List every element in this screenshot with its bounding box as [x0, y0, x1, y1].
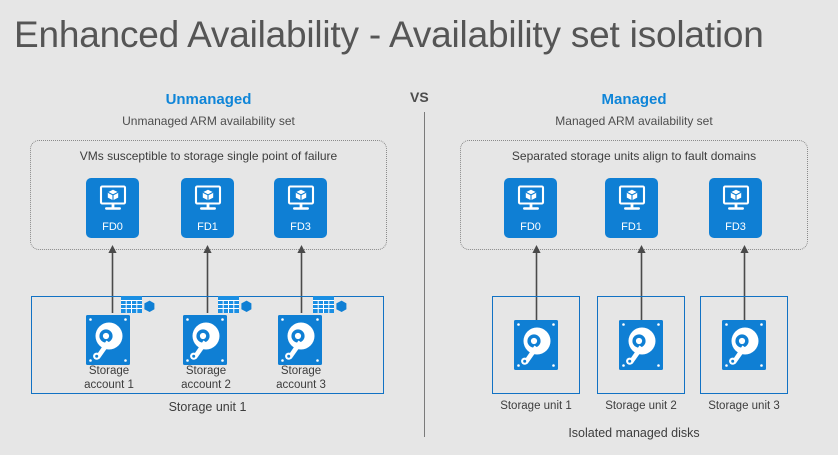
vm-tile-fd3-unmanaged[interactable]: FD3 — [274, 178, 327, 238]
arrow-disk-to-vm — [637, 245, 646, 325]
page-title: Enhanced Availability - Availability set… — [14, 14, 764, 55]
virtual-machine-icon — [618, 185, 645, 210]
virtual-machine-icon — [287, 185, 314, 210]
vm-tile-fd1-unmanaged[interactable]: FD1 — [181, 178, 234, 238]
disk-icon — [619, 320, 663, 370]
vs-label: VS — [410, 89, 429, 105]
storage-account-label-line2: account 3 — [276, 379, 326, 391]
disk-icon — [183, 315, 227, 365]
isolated-managed-disks-caption: Isolated managed disks — [568, 426, 700, 440]
managed-subheading: Managed ARM availability set — [555, 114, 713, 128]
managed-heading: Managed — [601, 91, 667, 108]
storage-unit-3-box-managed — [700, 296, 788, 394]
storage-unit-1-box-unmanaged — [31, 296, 384, 394]
storage-account-badge-icon — [313, 296, 347, 313]
unmanaged-heading: Unmanaged — [165, 91, 252, 108]
managed-availability-set-box — [460, 140, 808, 250]
disk-icon — [514, 320, 558, 370]
virtual-machine-icon — [194, 185, 221, 210]
storage-unit-label: Storage unit 2 — [605, 400, 677, 412]
arrow-storage-to-vm — [297, 245, 306, 313]
vm-tile-fd0-unmanaged[interactable]: FD0 — [86, 178, 139, 238]
vm-tile-fd1-managed[interactable]: FD1 — [605, 178, 658, 238]
storage-account-label-line2: account 1 — [84, 379, 134, 391]
vm-label: FD0 — [102, 221, 123, 233]
vm-label: FD3 — [725, 221, 746, 233]
storage-account-label: Storage account 3 — [255, 364, 347, 392]
vertical-divider — [424, 112, 425, 437]
virtual-machine-icon — [99, 185, 126, 210]
vm-tile-fd3-managed[interactable]: FD3 — [709, 178, 762, 238]
vm-label: FD3 — [290, 221, 311, 233]
unmanaged-set-caption: VMs susceptible to storage single point … — [79, 149, 338, 163]
storage-account-label-line1: Storage — [280, 365, 322, 377]
storage-account-label: Storage account 2 — [160, 364, 252, 392]
storage-unit-label: Storage unit 1 — [500, 400, 572, 412]
vm-label: FD0 — [520, 221, 541, 233]
managed-set-caption: Separated storage units align to fault d… — [511, 149, 757, 163]
vm-tile-fd0-managed[interactable]: FD0 — [504, 178, 557, 238]
storage-unit-1-caption: Storage unit 1 — [168, 400, 247, 414]
storage-account-label-line1: Storage — [185, 365, 227, 377]
disk-icon — [722, 320, 766, 370]
disk-icon — [278, 315, 322, 365]
storage-account-label-line2: account 2 — [181, 379, 231, 391]
arrow-storage-to-vm — [203, 245, 212, 313]
storage-unit-2-box-managed — [597, 296, 685, 394]
vm-label: FD1 — [621, 221, 642, 233]
arrow-disk-to-vm — [740, 245, 749, 325]
storage-unit-label: Storage unit 3 — [708, 400, 780, 412]
storage-unit-1-box-managed — [492, 296, 580, 394]
disk-icon — [86, 315, 130, 365]
storage-account-label: Storage account 1 — [63, 364, 155, 392]
storage-account-badge-icon — [218, 296, 252, 313]
unmanaged-subheading: Unmanaged ARM availability set — [122, 114, 295, 128]
arrow-storage-to-vm — [108, 245, 117, 313]
vm-label: FD1 — [197, 221, 218, 233]
storage-account-label-line1: Storage — [88, 365, 130, 377]
storage-account-badge-icon — [121, 296, 155, 313]
arrow-disk-to-vm — [532, 245, 541, 325]
virtual-machine-icon — [722, 185, 749, 210]
virtual-machine-icon — [517, 185, 544, 210]
